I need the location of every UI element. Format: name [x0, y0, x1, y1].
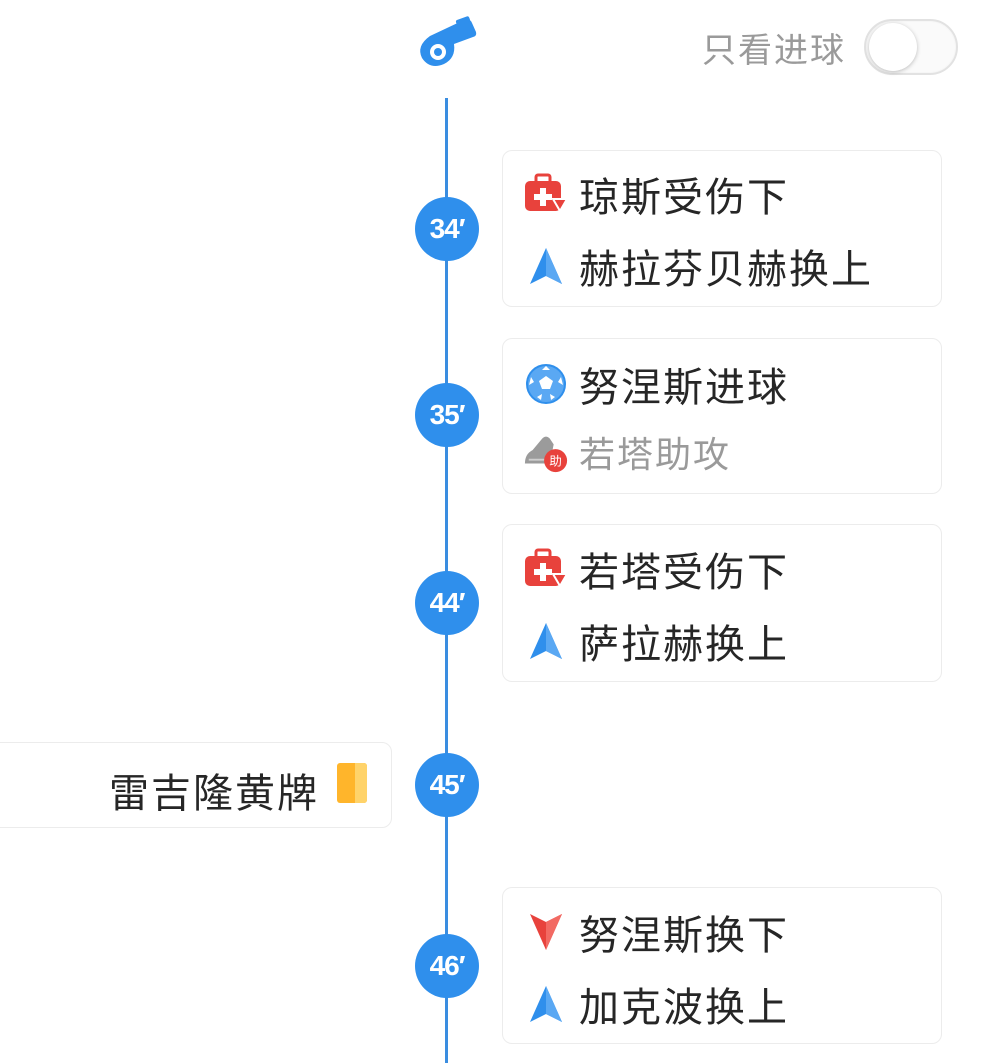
goals-only-label: 只看进球 [702, 30, 846, 71]
minute-marker: 46′ [415, 934, 479, 998]
minute-marker: 44′ [415, 571, 479, 635]
event-text: 雷吉隆黄牌 [109, 771, 319, 817]
event-row: 赫拉芬贝赫换上 [523, 241, 873, 293]
event-row: 助 若塔助攻 [523, 427, 731, 477]
event-card[interactable]: 雷吉隆黄牌 [0, 742, 392, 828]
event-text: 萨拉赫换上 [579, 622, 789, 668]
minute-marker: 45′ [415, 753, 479, 817]
minute-marker: 34′ [415, 197, 479, 261]
whistle-icon [416, 14, 480, 72]
event-row: 努涅斯进球 [523, 359, 789, 411]
event-text: 努涅斯换下 [579, 913, 789, 959]
toggle-knob [869, 23, 917, 71]
event-text: 若塔受伤下 [579, 550, 789, 596]
event-row: 若塔受伤下 [523, 544, 789, 596]
sub-in-arrow-icon [523, 981, 569, 1027]
sub-out-arrow-icon [523, 909, 569, 955]
event-card[interactable]: 琼斯受伤下 赫拉芬贝赫换上 [502, 150, 942, 307]
minute-marker: 35′ [415, 383, 479, 447]
event-text: 加克波换上 [579, 985, 789, 1031]
event-card[interactable]: 若塔受伤下 萨拉赫换上 [502, 524, 942, 682]
svg-text:助: 助 [549, 453, 561, 468]
event-text: 若塔助攻 [579, 435, 732, 476]
assist-boot-icon: 助 [523, 429, 569, 475]
injury-icon [523, 171, 569, 217]
event-text: 努涅斯进球 [579, 365, 789, 411]
event-card[interactable]: 努涅斯换下 加克波换上 [502, 887, 942, 1044]
sub-in-arrow-icon [523, 243, 569, 289]
injury-icon [523, 546, 569, 592]
event-row: 加克波换上 [523, 979, 789, 1031]
event-text: 琼斯受伤下 [579, 175, 789, 221]
goals-only-filter: 只看进球 [702, 16, 958, 78]
event-row: 努涅斯换下 [523, 907, 789, 959]
goals-only-toggle[interactable] [864, 19, 958, 75]
sub-in-arrow-icon [523, 618, 569, 664]
event-text: 赫拉芬贝赫换上 [579, 247, 873, 293]
event-card[interactable]: 努涅斯进球 助 若塔助攻 [502, 338, 942, 494]
yellow-card-icon [337, 763, 367, 803]
event-row: 萨拉赫换上 [523, 616, 789, 668]
event-row: 琼斯受伤下 [523, 169, 789, 221]
football-icon [523, 361, 569, 407]
